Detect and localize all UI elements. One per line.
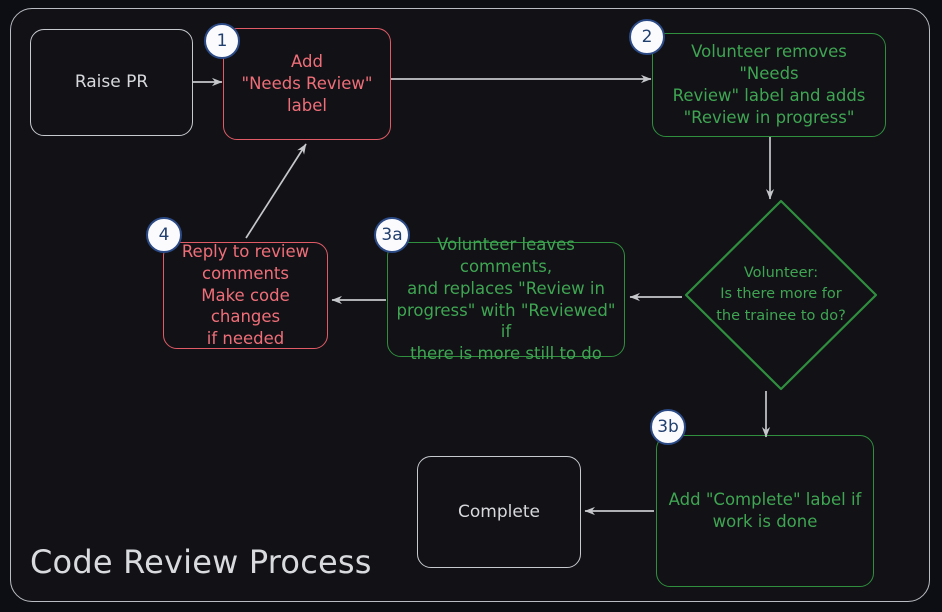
step-badge-3a-text: 3a [381,225,403,245]
node-complete[interactable]: Complete [417,456,581,568]
node-add-complete-label[interactable]: Add "Complete" label if work is done [656,435,874,587]
node-reply-to-review[interactable]: Reply to review comments Make code chang… [163,242,328,349]
step-badge-3a: 3a [374,217,410,253]
step-badge-2: 2 [629,19,665,55]
step-badge-1-text: 1 [216,31,228,51]
node-volunteer-removes-label: Volunteer removes "Needs Review" label a… [672,42,866,127]
step-badge-1: 1 [204,23,240,59]
step-badge-2-text: 2 [641,27,653,47]
node-reply-to-review-label: Reply to review comments Make code chang… [181,241,310,349]
node-add-complete-label-label: Add "Complete" label if work is done [668,490,862,531]
node-volunteer-removes[interactable]: Volunteer removes "Needs Review" label a… [652,33,886,137]
node-complete-label: Complete [458,501,540,522]
node-raise-pr[interactable]: Raise PR [30,29,193,136]
step-badge-3b: 3b [650,409,686,445]
diamond-shape [684,199,878,391]
node-raise-pr-label: Raise PR [74,72,149,93]
node-decision-more-work[interactable]: Volunteer: Is there more for the trainee… [683,198,879,392]
step-badge-4: 4 [146,217,182,253]
node-volunteer-leaves-comments-label: Volunteer leaves comments, and replaces … [396,234,616,364]
node-volunteer-leaves-comments[interactable]: Volunteer leaves comments, and replaces … [387,235,625,363]
node-add-needs-review-label: Add "Needs Review" label [241,52,373,115]
diagram-title: Code Review Process [30,543,372,581]
step-badge-3b-text: 3b [657,417,679,437]
node-add-needs-review[interactable]: Add "Needs Review" label [223,28,391,140]
step-badge-4-text: 4 [158,225,170,245]
